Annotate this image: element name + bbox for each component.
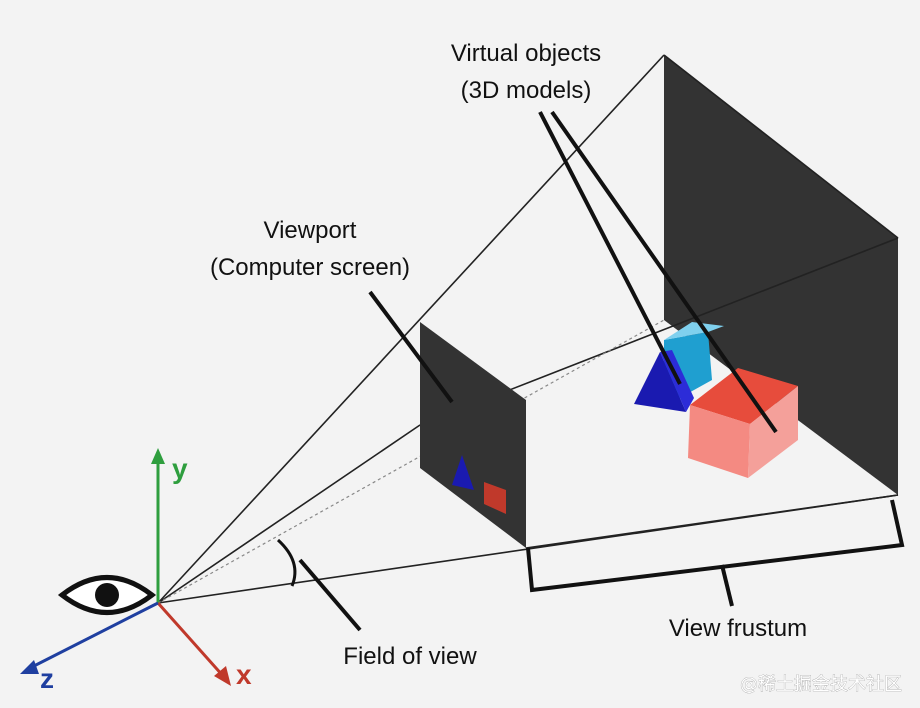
red-cube-side — [748, 386, 798, 478]
view-frustum-bracket — [526, 499, 905, 593]
axis-x — [156, 602, 231, 686]
pointer-lines — [298, 110, 778, 632]
viewport-panel — [420, 322, 526, 548]
field-of-view-label: Field of view — [343, 643, 477, 670]
blue-prism — [634, 352, 686, 412]
viewport-sublabel: (Computer screen) — [210, 254, 410, 281]
axis-label-y: y — [172, 453, 188, 484]
axis-label-z: z — [40, 663, 54, 694]
virtual-objects-label: Virtual objects — [451, 40, 601, 67]
viewport-blue-projection — [452, 455, 474, 490]
teal-prism-top — [664, 322, 724, 340]
red-cube-front — [688, 405, 750, 478]
view-frustum-label: View frustum — [669, 615, 807, 642]
axis-z — [20, 601, 159, 674]
viewport-red-projection — [484, 482, 506, 514]
red-cube-top — [690, 368, 798, 424]
axis-y — [151, 448, 165, 603]
axis-label-x: x — [236, 659, 252, 690]
center-ray — [157, 319, 665, 604]
watermark: @稀土掘金技术社区 — [740, 674, 902, 695]
virtual-objects-sublabel: (3D models) — [461, 77, 592, 104]
eye-icon — [57, 575, 157, 615]
far-plane — [664, 55, 898, 495]
fov-arc — [276, 538, 297, 587]
viewport-label: Viewport — [264, 217, 357, 244]
